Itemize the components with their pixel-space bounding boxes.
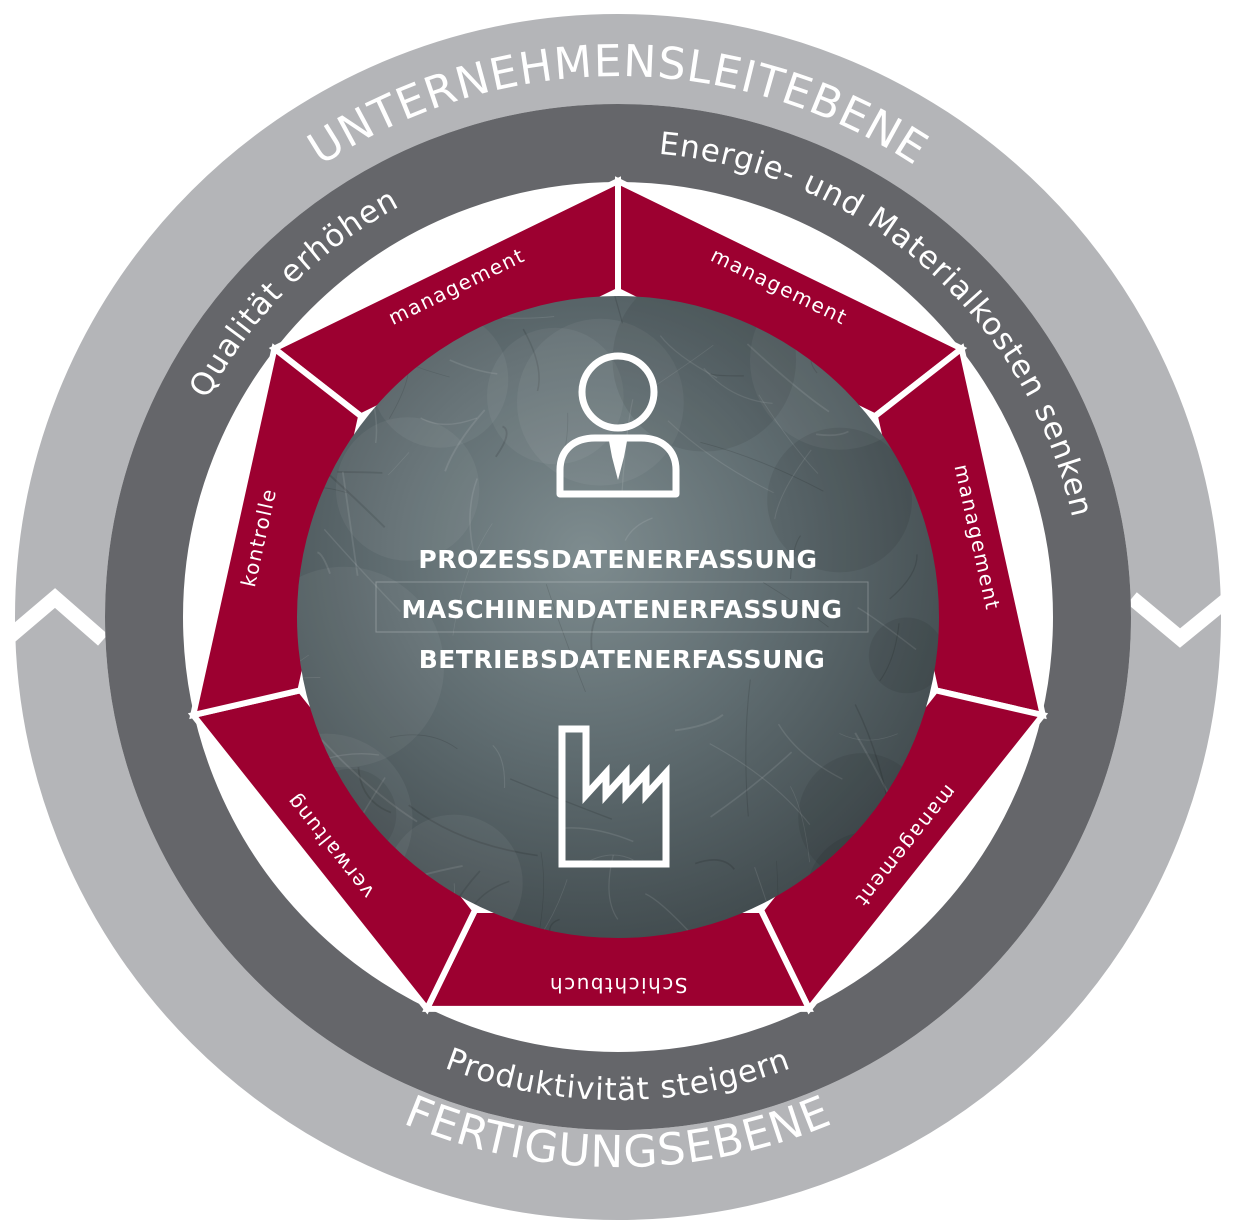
outer-ring-notch-right: [1127, 592, 1234, 648]
person-icon: [556, 352, 680, 498]
metal-scratch: [700, 441, 824, 492]
metal-scratch: [790, 786, 810, 863]
metal-scratch: [710, 751, 793, 818]
metal-scratch: [321, 739, 418, 823]
metal-scratch: [317, 551, 331, 575]
metal-scratch: [758, 394, 819, 474]
metal-scratch: [889, 554, 918, 600]
metal-scratch: [857, 606, 917, 651]
metal-scratch: [777, 723, 843, 780]
metal-patch: [517, 318, 684, 486]
metal-scratch: [746, 343, 830, 413]
segment-label-elektronisches-schichtbuch: Elektronisches Schichtbuch: [535, 973, 701, 1031]
metal-scratch: [323, 528, 401, 613]
metal-scratch: [416, 366, 450, 378]
center-label-machine: MASCHINENDATENERFASSUNG: [402, 595, 843, 624]
metal-patch: [868, 617, 939, 694]
metal-scratch: [539, 851, 544, 928]
metal-scratch: [548, 918, 560, 938]
middle-ring-band: [105, 104, 1131, 1130]
metal-scratch: [624, 517, 653, 541]
center-label-process: PROZESSDATENERFASSUNG: [418, 545, 817, 574]
metal-scratch: [408, 804, 538, 857]
metal-scratch: [522, 328, 540, 392]
metal-scratch: [387, 452, 410, 476]
metal-scratch: [357, 767, 392, 814]
metal-scratch: [449, 359, 498, 375]
center-disc: [297, 296, 939, 938]
metal-scratch: [645, 893, 689, 931]
metal-scratch: [560, 827, 634, 843]
metal-scratch: [297, 676, 321, 708]
metal-scratch: [545, 584, 586, 693]
center-highlight-box: [375, 581, 869, 633]
metal-scratch: [815, 430, 849, 437]
metal-scratch: [745, 679, 751, 817]
metal-scratch: [651, 344, 714, 389]
metal-scratch: [444, 409, 486, 472]
metal-scratch: [674, 713, 724, 732]
metal-scratch: [879, 623, 900, 682]
metal-scratch: [590, 604, 606, 665]
metal-scratch: [774, 449, 812, 520]
metal-patch: [297, 566, 445, 768]
metal-scratch: [469, 478, 478, 561]
segment-label-line: Elektronisches: [535, 1007, 701, 1031]
metal-scratch: [612, 296, 624, 324]
metal-scratch: [492, 744, 506, 789]
metal-scratch: [709, 743, 811, 825]
outer-ring-band: [15, 14, 1221, 1220]
center-label-operation: BETRIEBSDATENERFASSUNG: [419, 645, 826, 674]
metal-scratch: [337, 470, 383, 474]
metal-scratch: [495, 425, 508, 458]
outer-ring-notch-left: [3, 588, 108, 646]
metal-scratch: [388, 372, 409, 419]
metal-scratch: [420, 417, 478, 426]
metal-scratch: [694, 859, 735, 870]
metal-scratch: [762, 582, 829, 628]
metal-scratch: [659, 335, 718, 379]
metal-scratch: [789, 535, 801, 580]
metal-scratch: [839, 733, 898, 741]
segment-leistungskontrolle: [189, 343, 365, 720]
metal-scratch: [710, 373, 744, 377]
metal-patch: [767, 427, 912, 573]
factory-icon: [558, 725, 670, 868]
metal-scratch: [389, 734, 458, 750]
metal-scratch: [341, 471, 359, 576]
metal-scratch: [452, 523, 493, 636]
segment-label-line: Schichtbuch: [549, 973, 688, 997]
metal-patch: [487, 327, 624, 465]
metal-patch: [335, 417, 480, 561]
metal-scratch: [703, 367, 773, 405]
metal-scratch: [667, 420, 774, 494]
